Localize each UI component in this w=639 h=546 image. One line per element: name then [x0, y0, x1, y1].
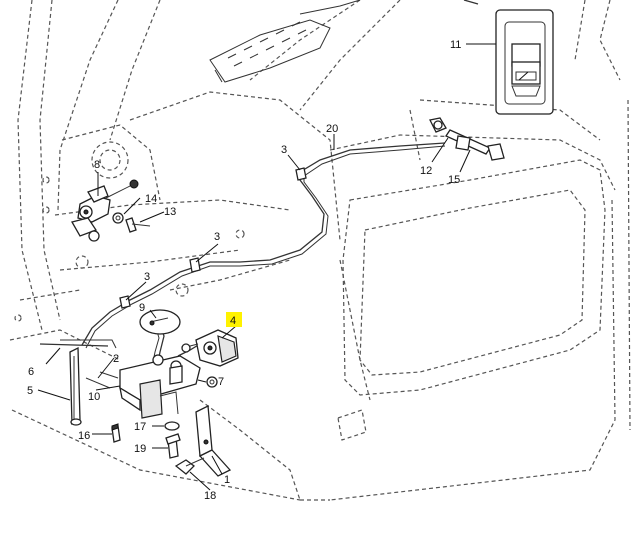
hose-clips — [119, 167, 307, 309]
callout-6: 6 — [28, 366, 34, 378]
washer-hoses — [81, 142, 446, 363]
callout-labels: 1 2 3 3 3 4 5 6 7 8 9 10 11 12 13 14 15 … — [27, 39, 461, 502]
reservoir-cap — [139, 309, 181, 335]
callout-3-lower: 3 — [144, 271, 150, 283]
wiper-arm — [39, 339, 117, 426]
callout-1: 1 — [224, 474, 230, 486]
mount-bracket — [111, 404, 232, 477]
callout-12: 12 — [420, 165, 432, 177]
callout-9: 9 — [139, 302, 145, 314]
washer-pump-motor — [181, 329, 239, 367]
callout-4-highlight — [226, 312, 242, 327]
callout-15: 15 — [448, 174, 460, 186]
callout-20: 20 — [326, 123, 338, 135]
leader-lines — [37, 43, 496, 491]
callout-2: 2 — [113, 353, 119, 365]
callout-4: 4 — [230, 315, 236, 327]
callout-13: 13 — [164, 206, 176, 218]
callout-3-upper: 3 — [281, 144, 287, 156]
callout-16: 16 — [78, 430, 90, 442]
bracket-assembly — [71, 179, 151, 242]
callout-14: 14 — [145, 193, 157, 205]
cab-outline — [9, 0, 631, 501]
callout-17: 17 — [134, 421, 146, 433]
callout-7: 7 — [218, 376, 224, 388]
visor-grille — [227, 21, 307, 67]
callout-3-middle: 3 — [214, 231, 220, 243]
pump-bracket — [85, 354, 218, 419]
callout-19: 19 — [134, 443, 146, 455]
callout-11: 11 — [450, 39, 461, 51]
callout-10: 10 — [88, 391, 100, 403]
callout-18: 18 — [204, 490, 216, 502]
callout-5: 5 — [27, 385, 33, 397]
nozzle-assembly — [429, 117, 505, 161]
switch-panel — [495, 9, 554, 115]
callout-8: 8 — [94, 159, 100, 171]
